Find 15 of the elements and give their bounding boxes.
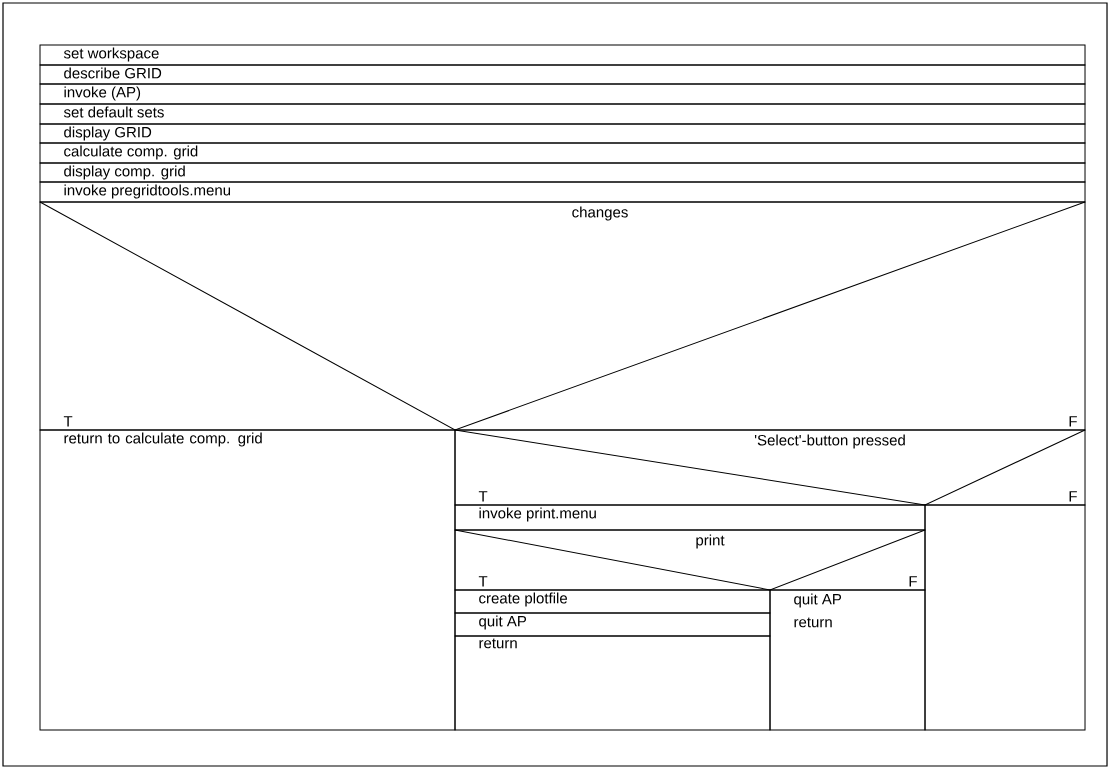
process-box: quit AP bbox=[454, 612, 771, 637]
process-box: display GRID bbox=[39, 123, 1086, 144]
process-box: set workspace bbox=[39, 44, 1086, 66]
process-box: return bbox=[454, 635, 771, 731]
process-box: display comp. grid bbox=[39, 162, 1086, 183]
process-box: return to calculate comp. grid bbox=[39, 429, 456, 731]
process-box: invoke print.menu bbox=[454, 504, 926, 531]
process-box: invoke pregridtools.menu bbox=[39, 181, 1086, 203]
process-box: invoke (AP) bbox=[39, 83, 1086, 105]
process-box: quit AP return bbox=[769, 589, 926, 731]
process-box: set default sets bbox=[39, 103, 1086, 125]
process-box: describe GRID bbox=[39, 64, 1086, 85]
empty-box bbox=[924, 504, 1086, 731]
process-box: create plotfile bbox=[454, 589, 771, 614]
process-box: calculate comp. grid bbox=[39, 142, 1086, 164]
